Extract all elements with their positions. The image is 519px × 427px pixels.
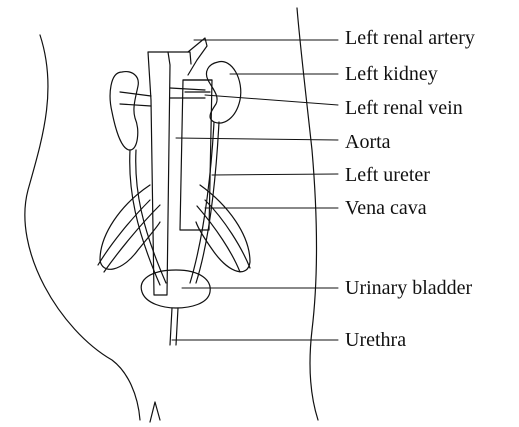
- body-outline: [25, 8, 318, 422]
- urethra: [170, 308, 178, 345]
- urinary-bladder: [141, 270, 210, 308]
- pelvis: [100, 185, 250, 272]
- label-left-ureter: Left ureter: [345, 164, 430, 186]
- label-vena-cava: Vena cava: [345, 197, 427, 219]
- label-left-renal-vein: Left renal vein: [345, 97, 463, 119]
- label-aorta: Aorta: [345, 131, 391, 153]
- renal-vessels: [120, 80, 212, 106]
- right-kidney: [110, 72, 138, 150]
- leader-lines: [172, 40, 338, 340]
- ureters: [130, 122, 219, 285]
- label-urinary-bladder: Urinary bladder: [345, 277, 472, 299]
- label-left-renal-artery: Left renal artery: [345, 27, 475, 49]
- label-left-kidney: Left kidney: [345, 63, 438, 85]
- label-urethra: Urethra: [345, 329, 406, 351]
